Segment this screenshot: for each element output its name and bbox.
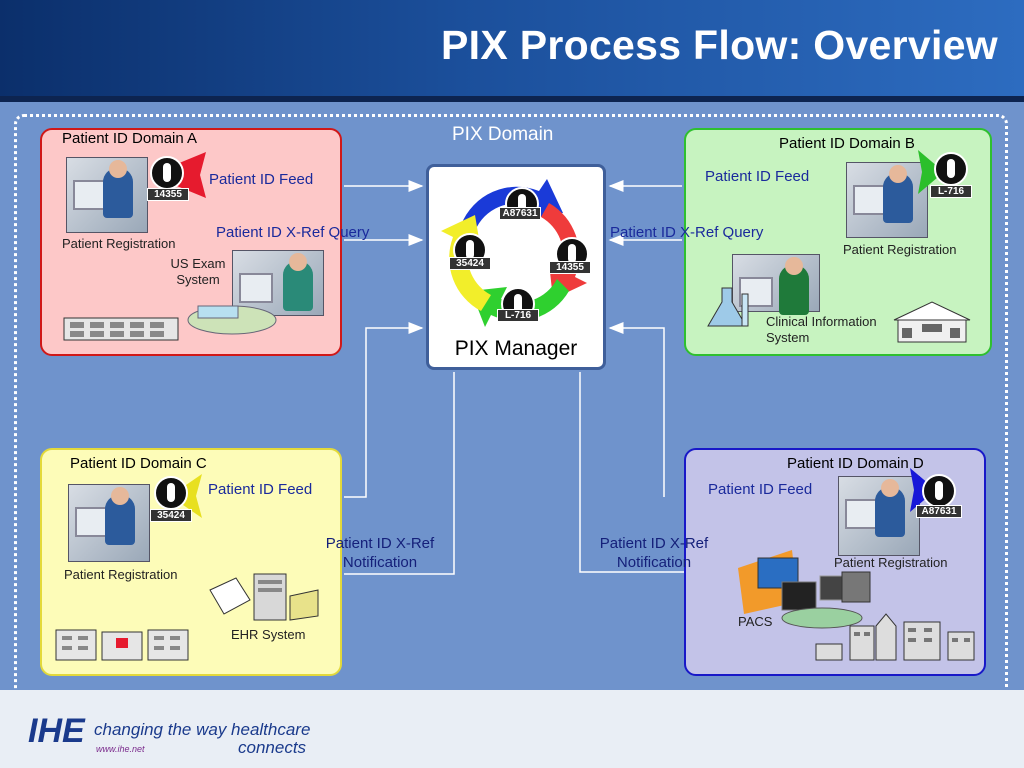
- ring-id-1: A87631: [499, 207, 541, 220]
- clinic-building-icon: [893, 301, 971, 343]
- hospital-building-icon: [63, 317, 179, 341]
- domain-c-registration-label: Patient Registration: [64, 567, 178, 582]
- ehr-server-icon: [209, 573, 319, 621]
- domain-b-registration-label: Patient Registration: [843, 242, 957, 257]
- domain-d-notification-label: Patient ID X-Ref Notification: [599, 535, 709, 571]
- person-head-icon: [289, 253, 307, 271]
- header-banner: PIX Process Flow: Overview: [0, 0, 1024, 102]
- pix-manager-box: A87631 14355 L-716 35424 PIX Manager: [426, 164, 606, 370]
- monitor-icon: [845, 499, 879, 529]
- ring-id-2: 14355: [549, 261, 591, 274]
- patient-icon: [150, 156, 184, 190]
- domain-b-id: L-716: [930, 185, 972, 198]
- domain-d-title: Patient ID Domain D: [787, 455, 924, 472]
- feed-arrow-c: [344, 322, 424, 498]
- patient-icon: [934, 152, 968, 186]
- monitor-icon: [239, 273, 273, 303]
- city-buildings-icon: [815, 613, 975, 661]
- notification-line-c: [344, 372, 455, 575]
- person-head-icon: [111, 487, 129, 505]
- footer: [0, 690, 1024, 768]
- footer-tagline-1: changing the way healthcare: [94, 720, 311, 739]
- domain-b-title: Patient ID Domain B: [779, 135, 915, 152]
- domain-c-feed-label: Patient ID Feed: [208, 481, 313, 498]
- pacs-workstation-icon: [738, 550, 871, 629]
- domain-c-id: 35424: [150, 509, 192, 522]
- domain-b-feed-label: Patient ID Feed: [705, 168, 810, 185]
- lab-flask-icon: [707, 287, 749, 327]
- person-head-icon: [881, 479, 899, 497]
- monitor-icon: [75, 507, 109, 537]
- domain-d-system-label: PACS: [738, 614, 773, 629]
- domain-c-registration-photo: [68, 484, 150, 562]
- monitor-icon: [853, 185, 887, 215]
- domain-d-registration-photo: [838, 476, 920, 556]
- hospital-building-icon: [55, 629, 189, 661]
- domain-a-registration-label: Patient Registration: [62, 236, 176, 251]
- domain-b-query-label: Patient ID X-Ref Query: [610, 224, 764, 241]
- pix-domain-title: PIX Domain: [452, 124, 554, 145]
- person-head-icon: [109, 160, 127, 178]
- domain-d-feed-label: Patient ID Feed: [708, 481, 813, 498]
- pix-manager-label: PIX Manager: [454, 337, 578, 360]
- feed-arrow-d: [608, 322, 665, 497]
- footer-tagline-2: connects: [238, 738, 307, 757]
- person-head-icon: [889, 165, 907, 183]
- footer-url: www.ihe.net: [96, 744, 145, 754]
- domain-a-system-label: US Exam System: [170, 256, 226, 287]
- domain-b-registration-photo: [846, 162, 928, 238]
- ihe-logo: IHE: [28, 712, 85, 750]
- patient-fan-icon: [918, 150, 944, 194]
- domain-d-id: A87631: [916, 505, 962, 518]
- us-exam-photo: [232, 250, 324, 316]
- patient-icon: [154, 476, 188, 510]
- domain-b-system-label: Clinical Information System: [766, 314, 877, 345]
- domain-a-title: Patient ID Domain A: [62, 130, 198, 147]
- domain-a-query-label: Patient ID X-Ref Query: [216, 224, 370, 241]
- header-band: [0, 96, 1024, 102]
- domain-d-registration-label: Patient Registration: [834, 555, 948, 570]
- person-head-icon: [785, 257, 803, 275]
- domain-c-system-label: EHR System: [231, 627, 306, 642]
- ring-id-3: L-716: [497, 309, 539, 322]
- domain-a-id: 14355: [147, 188, 189, 201]
- patient-icon: [922, 474, 956, 508]
- domain-a-registration-photo: [66, 157, 148, 233]
- domain-c-title: Patient ID Domain C: [70, 455, 207, 472]
- monitor-icon: [73, 180, 107, 210]
- clinical-lab-photo: [732, 254, 820, 315]
- ring-id-4: 35424: [449, 257, 491, 270]
- domain-c-notification-label: Patient ID X-Ref Notification: [325, 535, 435, 571]
- domain-a-feed-label: Patient ID Feed: [209, 171, 314, 188]
- page-title: PIX Process Flow: Overview: [441, 22, 998, 68]
- patient-bed-icon: [187, 305, 277, 335]
